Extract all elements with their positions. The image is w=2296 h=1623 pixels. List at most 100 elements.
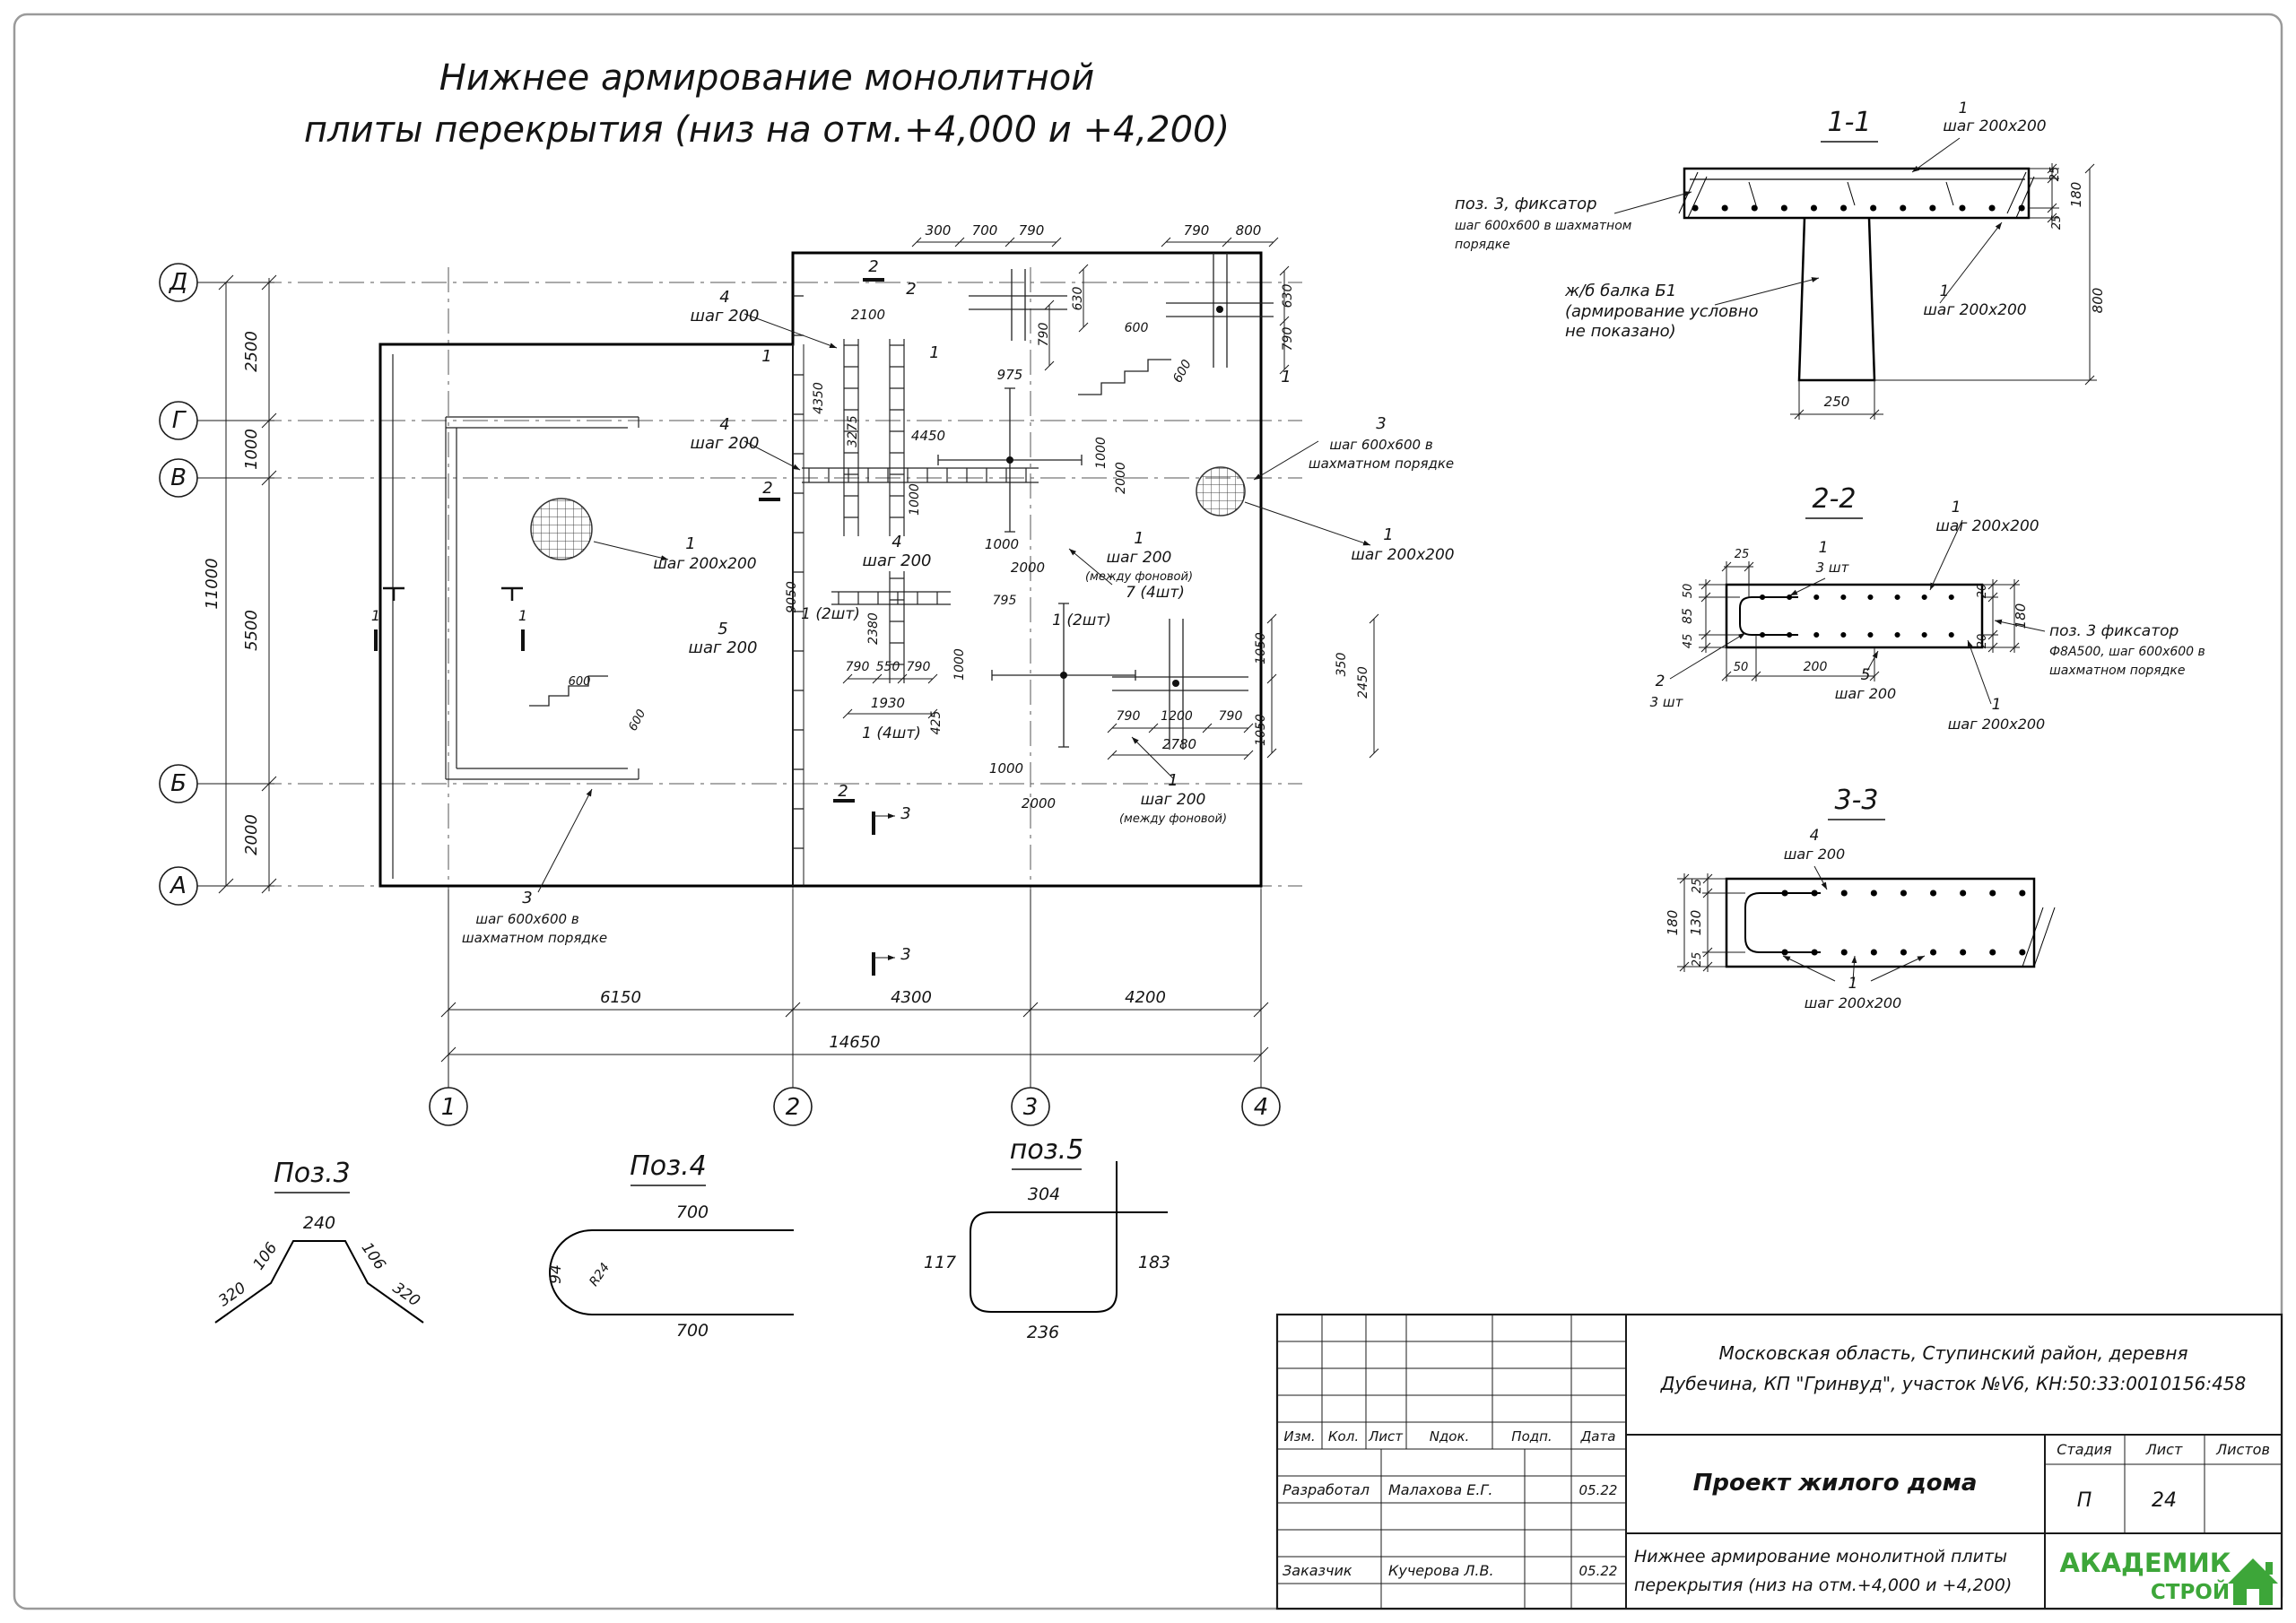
col-ndok: Nдок. [1430,1428,1470,1445]
annotation-label: 94 [547,1264,565,1284]
annotation-label: 790 [1019,222,1045,239]
annotation-label: 550 [876,660,900,674]
axis-letter-v: В [170,464,187,491]
annotation-label: 790 [907,660,931,674]
axis-number-2: 2 [786,1094,801,1121]
annotation-label: 1 [1168,771,1178,790]
annotation-label: 304 [1028,1185,1060,1204]
annotation-label: 5500 [242,610,261,651]
annotation-label: 600 [626,707,648,733]
annotation-label: шаг 600х600 в шахматном [1455,219,1632,233]
annotation-label: 1 (4шт) [862,725,921,742]
annotation-label: шаг 200 [862,551,931,570]
annotation-label: 2 [868,257,878,276]
annotation-label: 183 [1138,1253,1170,1272]
annotation-label: 790 [1219,709,1243,724]
logo-text-line1: АКАДЕМИК [2059,1548,2231,1578]
annotation-label: 106 [358,1239,389,1273]
col-list: Лист [1368,1428,1404,1445]
annotation-label: 7 (4шт) [1126,584,1185,602]
annotation-label: шахматном порядке [2049,664,2185,678]
logo-text-line2: СТРОЙ [2151,1579,2230,1604]
annotation-label: 790 [1184,222,1210,239]
annotation-label: поз. 3 фиксатор [2049,622,2179,640]
annotation-label: 600 [1125,321,1149,335]
section-1-1-title: 1-1 [1828,107,1872,138]
stair-symbols [529,359,1171,707]
walls-under-slab [392,354,639,879]
annotation-label: 790 [1281,327,1295,352]
section-cut-marks [374,278,884,976]
annotation-label: 2 [762,479,772,498]
annotation-label: 20 [1976,634,1989,649]
plan-view [159,237,1379,1126]
annotation-label: 1 [1819,539,1829,557]
annotation-label: 2000 [1022,795,1056,812]
annotation-label: 700 [676,1202,709,1222]
annotation-label: 1000 [985,536,1019,552]
annotation-label: шаг 200 [688,638,757,657]
axis-letter-a: А [169,872,187,899]
annotation-label: ж/б балка Б1 [1564,282,1676,300]
rebar-edge-bars [792,295,804,886]
annotation-label: 350 [1335,653,1349,677]
annotation-label: (между фоновой) [1119,812,1227,826]
annotation-label: 180 [2068,182,2084,208]
annotation-label: 600 [1170,357,1195,385]
annotation-label: 1000 [952,648,967,681]
annotation-label: 2380 [866,612,881,645]
annotation-label: 1 [1959,100,1969,117]
axis-letter-d: Д [169,269,187,296]
annotation-label: шаг 200х200 [653,555,756,573]
section-2-2-geometry [1725,583,1984,649]
annotation-label: 1050 [1254,714,1268,746]
annotation-label: 2000 [242,814,261,855]
annotation-label: 180 [1665,910,1681,936]
annotation-label: 3 [1376,414,1386,433]
detail-poz4-title: Поз.4 [630,1150,707,1182]
stirrup-shape [970,1161,1168,1313]
annotation-label: 3 шт [1816,560,1850,576]
sheet-number: 24 [2152,1489,2177,1512]
detail-poz5 [970,1161,1168,1313]
company-logo: АКАДЕМИК СТРОЙ [2059,1548,2278,1605]
project-name: Проект жилого дома [1693,1470,1978,1497]
slab-outline [378,251,1263,888]
axis-number-3: 3 [1023,1094,1039,1121]
annotation-label: Ф8А500, шаг 600х600 в [2049,645,2205,659]
annotation-label: поз. 3, фиксатор [1455,195,1597,213]
axis-number-1: 1 [441,1094,457,1121]
title-block-grid [1277,1315,2282,1609]
object-address-line2: Дубечина, КП "Гринвуд", участок №V6, КН:… [1660,1373,2247,1394]
annotation-label: 800 [1236,222,1262,239]
drawing-title: Нижнее армирование монолитной плиты пере… [304,57,1230,151]
annotation-label: 236 [1027,1323,1059,1342]
sheets-label: Листов [2215,1441,2270,1458]
annotation-label: 1 [761,347,771,366]
rebar-node [1060,672,1067,679]
annotation-label: 4 [891,533,901,551]
annotation-label: 1 (2шт) [801,605,860,623]
annotation-label: 1 [1383,525,1393,544]
annotation-label: 600 [569,675,591,689]
annotation-label: 790 [1117,709,1141,724]
annotation-label: R24 [587,1261,613,1289]
annotation-label: 1 [1281,368,1291,386]
annotation-label: 700 [972,222,998,239]
annotation-label: 4350 [812,382,826,414]
annotation-label: 1 (2шт) [1052,612,1111,629]
section-2-2 [1669,517,2046,705]
annotation-label: 2000 [1114,462,1128,494]
annotation-label: 1 [371,607,380,624]
detail-poz5-title: поз.5 [1010,1134,1084,1166]
annotation-label: (между фоновой) [1085,570,1193,584]
annotation-label: 200 [1804,660,1828,674]
rebar-node [1216,306,1223,313]
drawing-title-line2: плиты перекрытия (низ на отм.+4,000 и +4… [304,109,1230,151]
col-podp: Подп. [1511,1428,1552,1445]
annotation-label: 85 [1681,608,1695,624]
annotation-label: 6150 [600,988,641,1007]
annotation-label: 130 [1688,910,1704,936]
annotation-label: 1 [1848,975,1858,993]
annotation-label: 1 [1952,499,1961,516]
